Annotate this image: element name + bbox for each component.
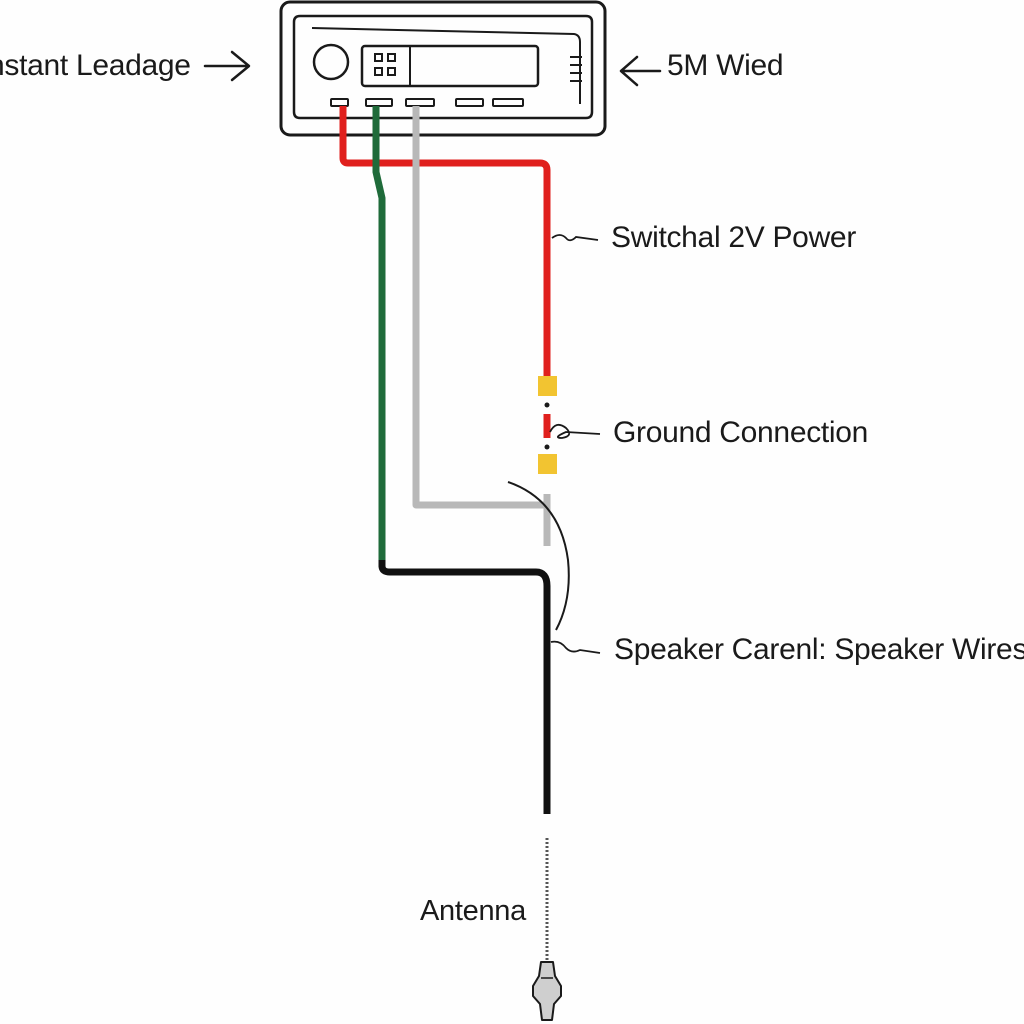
vent-lines [570, 56, 582, 82]
lower-connector [538, 454, 557, 474]
constant-lead-label: nstant Leadage [0, 49, 191, 82]
black-speaker-wire [378, 560, 551, 814]
display-screen [360, 44, 540, 88]
speaker-wires-label: Speaker Carenl: Speaker Wires [614, 633, 1024, 666]
red-power-wire [339, 106, 551, 376]
terminal-slots [330, 98, 524, 107]
switched-leader-icon [551, 234, 599, 242]
five-m-wire-label: 5M Wied [667, 49, 784, 82]
ground-arc [507, 481, 570, 631]
head-unit-face-outline [311, 27, 581, 104]
ground-connection-label: Ground Connection [613, 416, 869, 449]
head-unit-inner-frame [292, 14, 594, 120]
volume-knob [312, 43, 350, 81]
green-wire [372, 106, 386, 567]
antenna-plug-icon [532, 961, 562, 1021]
gray-wire [412, 106, 547, 509]
speaker-leader-icon [550, 640, 601, 654]
head-unit-outer-frame [279, 0, 607, 137]
connector-dot [544, 444, 550, 450]
antenna-label: Antenna [420, 895, 526, 927]
antenna [532, 838, 562, 1021]
ground-leader-icon [549, 423, 601, 439]
right-arrow-left-icon [619, 55, 662, 87]
left-arrow-right-icon [203, 50, 251, 82]
connector-dot [544, 402, 550, 408]
display-icons [374, 53, 396, 76]
head-unit [279, 0, 607, 137]
upper-connector [538, 376, 557, 396]
switched-power-label: Switchal 2V Power [611, 221, 857, 254]
